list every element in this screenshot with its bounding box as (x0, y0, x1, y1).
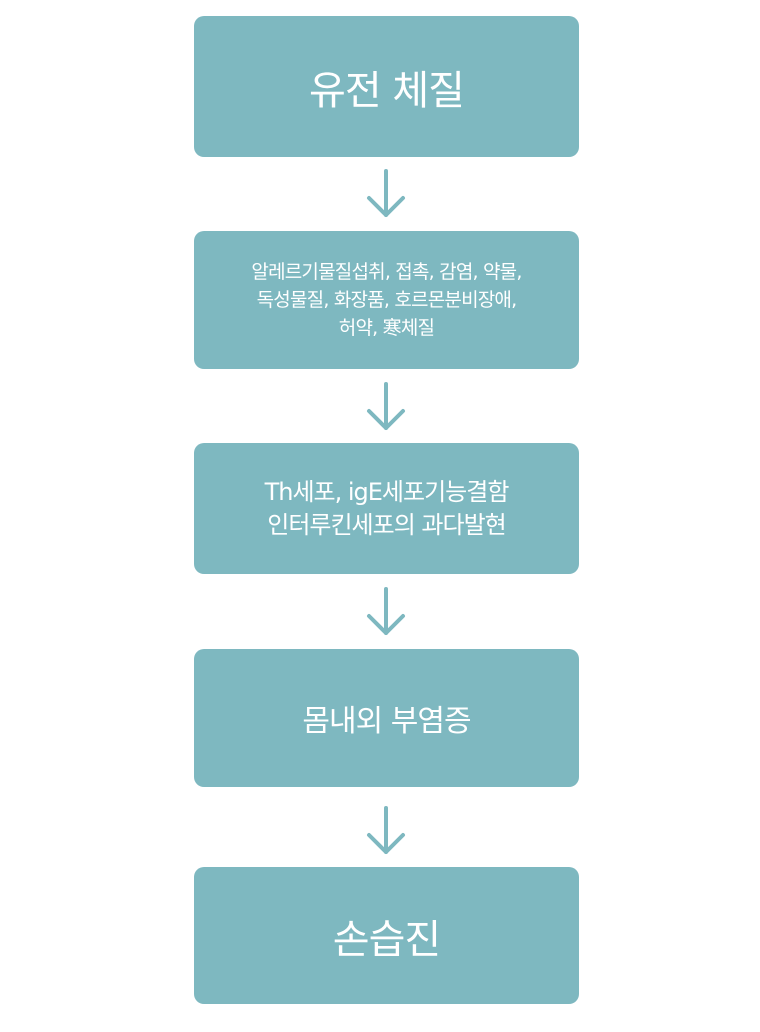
step-label: 유전 체질 (309, 67, 465, 114)
arrow-down-icon (367, 806, 405, 854)
step-genetic-constitution: 유전 체질 (194, 16, 579, 157)
arrow-down-icon (367, 169, 405, 217)
step-inflammation: 몸내외 부염증 (194, 649, 579, 787)
step-label: 손습진 (332, 916, 441, 963)
arrow-down-icon (367, 382, 405, 430)
step-label: 몸내외 부염증 (302, 704, 471, 739)
step-hand-eczema: 손습진 (194, 867, 579, 1004)
step-immune-dysfunction: Th세포, igE세포기능결함 인터루킨세포의 과다발현 (194, 443, 579, 574)
step-label-line-2: 인터루킨세포의 과다발현 (267, 510, 507, 539)
arrow-down-icon (367, 587, 405, 635)
step-label-line-1: 알레르기물질섭취, 접촉, 감염, 약물, (251, 261, 522, 283)
step-label-line-1: Th세포, igE세포기능결함 (264, 477, 510, 506)
step-label-line-3: 허약, 寒체질 (338, 317, 435, 339)
step-triggers: 알레르기물질섭취, 접촉, 감염, 약물, 독성물질, 화장품, 호르몬분비장애… (194, 231, 579, 369)
step-label-line-2: 독성물질, 화장품, 호르몬분비장애, (256, 289, 518, 311)
